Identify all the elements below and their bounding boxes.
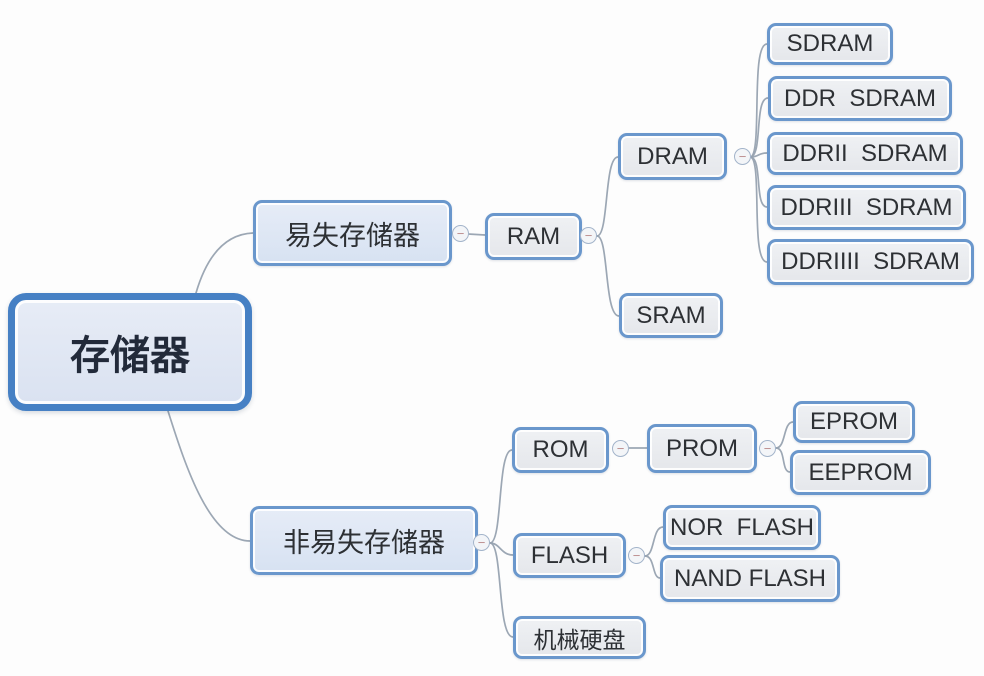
node-nor-flash[interactable]: NOR FLASH: [663, 505, 821, 550]
connector-dram-ddr2: [749, 152, 768, 158]
connector-flash-nand: [644, 555, 661, 579]
node-ddr4-sdram[interactable]: DDRIIII SDRAM: [767, 239, 974, 285]
node-prom-label: PROM: [666, 434, 738, 462]
node-eeprom[interactable]: EEPROM: [790, 450, 931, 495]
node-dram-label: DRAM: [637, 142, 708, 170]
connector-dram-ddr4: [749, 156, 768, 263]
node-mechanical-hdd-label: 机械硬盘: [533, 626, 626, 653]
connector-nonvolatile-hdd: [489, 542, 514, 638]
connector-nonvolatile-flash: [489, 542, 514, 556]
node-root-memory-label: 存储器: [70, 334, 190, 378]
connector-ram-dram: [596, 156, 619, 237]
node-eprom-label: EPROM: [809, 408, 898, 435]
connector-dram-sdram: [749, 43, 768, 158]
connector-ram-sram: [596, 235, 620, 317]
node-sram-label: SRAM: [636, 301, 706, 329]
node-eprom[interactable]: EPROM: [793, 401, 915, 443]
node-rom[interactable]: ROM: [512, 427, 609, 473]
connector-flash-nor: [644, 526, 664, 557]
node-dram[interactable]: DRAM: [618, 133, 727, 180]
node-ddr-sdram[interactable]: DDR SDRAM: [768, 76, 952, 121]
collapse-toggle-rom[interactable]: −: [612, 440, 629, 457]
node-ddr3-sdram[interactable]: DDRIII SDRAM: [767, 185, 966, 230]
node-sdram[interactable]: SDRAM: [767, 23, 893, 65]
node-rom-label: ROM: [532, 436, 589, 463]
node-volatile-memory[interactable]: 易失存储器: [253, 200, 452, 266]
node-ram[interactable]: RAM: [485, 213, 582, 260]
node-volatile-memory-label: 易失存储器: [285, 220, 420, 251]
node-ddr4-sdram-label: DDRIIII SDRAM: [781, 248, 960, 275]
node-ddr2-sdram-label: DDRII SDRAM: [782, 139, 948, 167]
connector-prom-eprom: [775, 421, 794, 449]
node-sdram-label: SDRAM: [786, 30, 874, 57]
node-nand-flash[interactable]: NAND FLASH: [660, 555, 840, 602]
node-nonvolatile-memory[interactable]: 非易失存储器: [250, 506, 478, 575]
connector-root-volatile: [195, 232, 254, 294]
connector-prom-eeprom: [775, 447, 791, 473]
node-eeprom-label: EEPROM: [808, 458, 913, 486]
collapse-toggle-nonvolatile[interactable]: −: [473, 534, 490, 551]
node-mechanical-hdd[interactable]: 机械硬盘: [513, 616, 646, 659]
node-ddr-sdram-label: DDR SDRAM: [783, 84, 936, 112]
collapse-toggle-prom[interactable]: −: [759, 440, 776, 457]
node-prom[interactable]: PROM: [647, 424, 757, 473]
node-ddr2-sdram[interactable]: DDRII SDRAM: [767, 132, 963, 175]
node-nand-flash-label: NAND FLASH: [673, 564, 827, 592]
node-nor-flash-label: NOR FLASH: [669, 513, 815, 541]
node-nonvolatile-memory-label: 非易失存储器: [283, 528, 445, 558]
node-ddr3-sdram-label: DDRIII SDRAM: [780, 193, 953, 221]
node-ram-label: RAM: [506, 222, 561, 250]
node-root-memory[interactable]: 存储器: [8, 293, 252, 411]
collapse-toggle-ram[interactable]: −: [580, 227, 597, 244]
collapse-toggle-flash[interactable]: −: [628, 547, 645, 564]
connector-dram-ddr3: [749, 156, 768, 208]
connector-nonvolatile-rom: [489, 449, 513, 544]
connector-root-nonvolatile: [167, 410, 251, 542]
node-sram[interactable]: SRAM: [619, 293, 723, 338]
connector-dram-ddr: [749, 97, 769, 158]
collapse-toggle-volatile[interactable]: −: [452, 225, 469, 242]
connector-volatile-ram: [467, 233, 486, 236]
node-flash-label: FLASH: [530, 541, 609, 569]
collapse-toggle-dram[interactable]: −: [734, 148, 751, 165]
node-flash[interactable]: FLASH: [513, 533, 626, 578]
